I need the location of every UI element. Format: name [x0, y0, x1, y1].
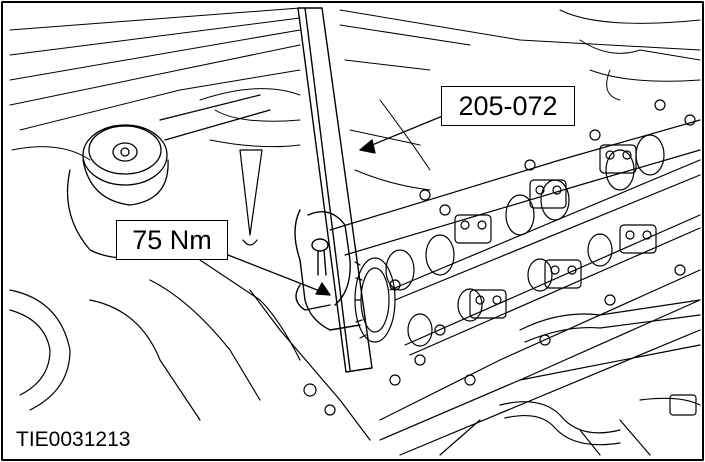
cylinder-head	[249, 119, 701, 456]
camshaft-gear	[354, 257, 396, 343]
fuel-lines	[439, 299, 701, 456]
torque-value-label: 75 Nm	[132, 224, 212, 255]
torque-wrench	[294, 7, 373, 373]
callout-arrows	[227, 114, 446, 296]
torque-spec-callout: 75 Nm	[116, 220, 228, 260]
bearing-caps	[454, 144, 657, 319]
head-bolts	[303, 99, 696, 416]
figure-id-label: TIE0031213	[16, 428, 131, 451]
engine-bay-background	[9, 7, 701, 191]
camshaft-lobes	[385, 134, 701, 356]
left-lower-components	[9, 149, 263, 421]
tool-number-label: 205-072	[458, 90, 558, 121]
tool-number-callout: 205-072	[441, 86, 575, 126]
